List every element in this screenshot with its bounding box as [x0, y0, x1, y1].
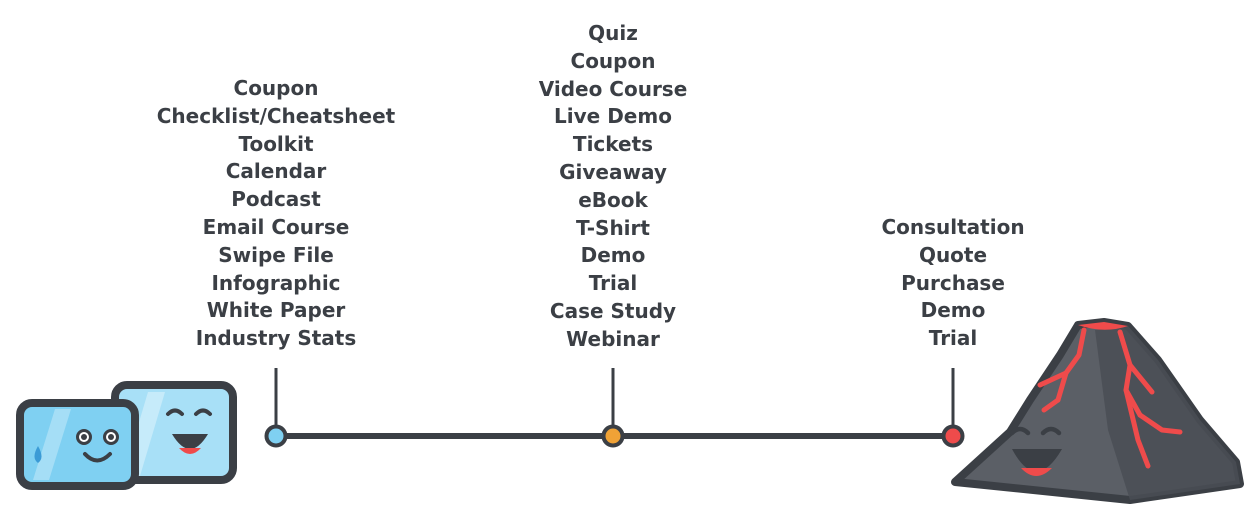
- ice-cubes-icon: [16, 381, 237, 490]
- list-item: Quote: [918, 242, 988, 267]
- list-item: Live Demo: [554, 104, 672, 129]
- list-item: Industry Stats: [195, 326, 357, 351]
- list-item: T-Shirt: [576, 215, 650, 240]
- evaluation-stage-dot: [601, 424, 625, 448]
- list-item: Demo: [580, 243, 646, 268]
- list-item: Tickets: [572, 132, 654, 157]
- list-item: Trial: [588, 271, 638, 296]
- list-item: White Paper: [206, 298, 346, 323]
- conversion-stage-dot: [941, 424, 965, 448]
- list-item: Coupon: [233, 76, 319, 100]
- list-item: Video Course: [538, 76, 688, 101]
- list-item: Demo: [920, 298, 986, 323]
- list-item: Case Study: [549, 298, 677, 323]
- list-item: Swipe File: [218, 242, 334, 267]
- list-item: Consultation: [881, 215, 1025, 239]
- volcano-icon: [951, 318, 1244, 504]
- list-item: Podcast: [231, 187, 321, 212]
- list-item: Purchase: [901, 270, 1005, 295]
- list-item: Quiz: [588, 21, 638, 45]
- list-item: eBook: [578, 187, 648, 212]
- list-item: Checklist/Cheatsheet: [156, 103, 396, 128]
- list-item: Giveaway: [559, 159, 667, 184]
- awareness-offers-list: Coupon Checklist/Cheatsheet Toolkit Cale…: [157, 75, 396, 353]
- list-item: Trial: [928, 326, 978, 351]
- evaluation-offers-list: Quiz Coupon Video Course Live Demo Ticke…: [539, 20, 688, 354]
- list-item: Coupon: [570, 48, 656, 73]
- conversion-offers-list: Consultation Quote Purchase Demo Trial: [881, 214, 1024, 353]
- list-item: Email Course: [202, 214, 350, 239]
- awareness-stage-dot: [264, 424, 288, 448]
- list-item: Infographic: [211, 270, 341, 295]
- list-item: Webinar: [566, 326, 660, 351]
- list-item: Calendar: [225, 159, 327, 184]
- list-item: Toolkit: [238, 131, 314, 156]
